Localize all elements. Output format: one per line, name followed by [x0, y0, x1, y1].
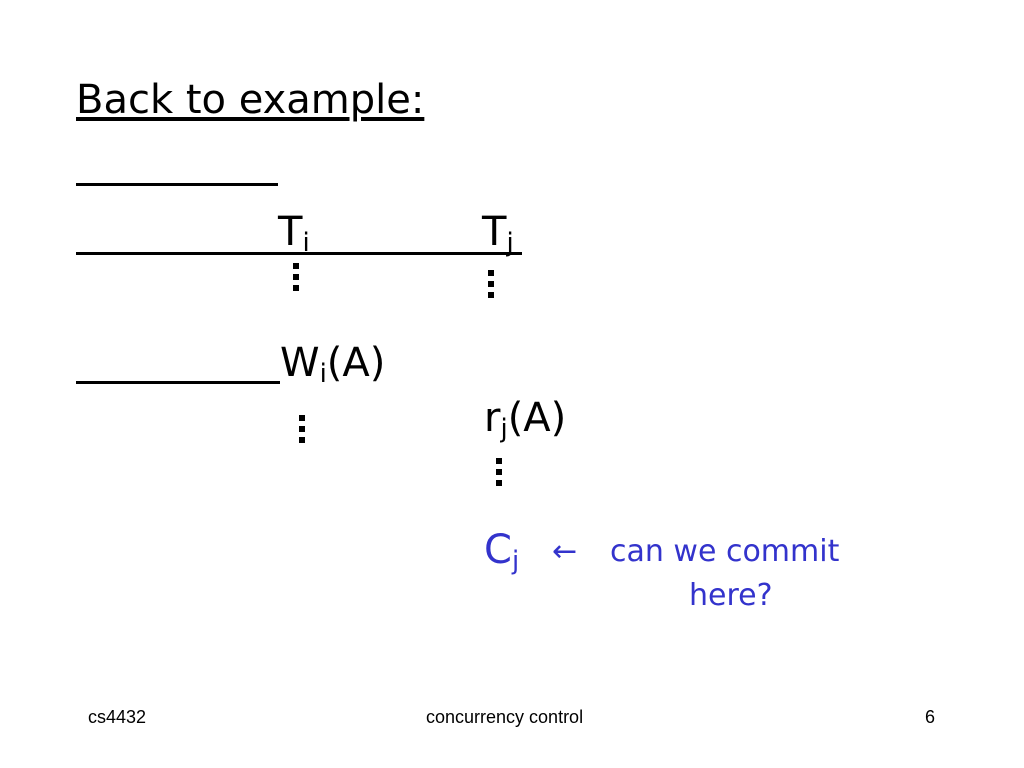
- commit-question-line2: here?: [689, 578, 773, 613]
- slide-title: Back to example:: [76, 77, 425, 123]
- write-operation-wi: Wi(A): [280, 340, 386, 389]
- commit-question-line1: can we commit: [610, 534, 840, 569]
- ellipsis-tj-1: [488, 270, 494, 303]
- ellipsis-tj-2: [496, 458, 502, 491]
- transaction-ti-header: Ti: [278, 209, 310, 258]
- ellipsis-ti-1: [293, 263, 299, 296]
- left-arrow-icon: ←: [552, 534, 578, 569]
- ellipsis-ti-2: [299, 415, 305, 448]
- footer-page-number: 6: [925, 707, 936, 727]
- transaction-tj-header: Tj: [482, 209, 514, 258]
- divider-line-3: [76, 381, 280, 384]
- footer-course: cs4432: [88, 707, 147, 727]
- read-operation-rj: rj(A): [484, 395, 567, 444]
- footer-topic: concurrency control: [426, 707, 584, 727]
- commit-cj: Cj: [484, 527, 520, 576]
- divider-line-2: [76, 252, 522, 255]
- divider-line-1: [76, 183, 278, 186]
